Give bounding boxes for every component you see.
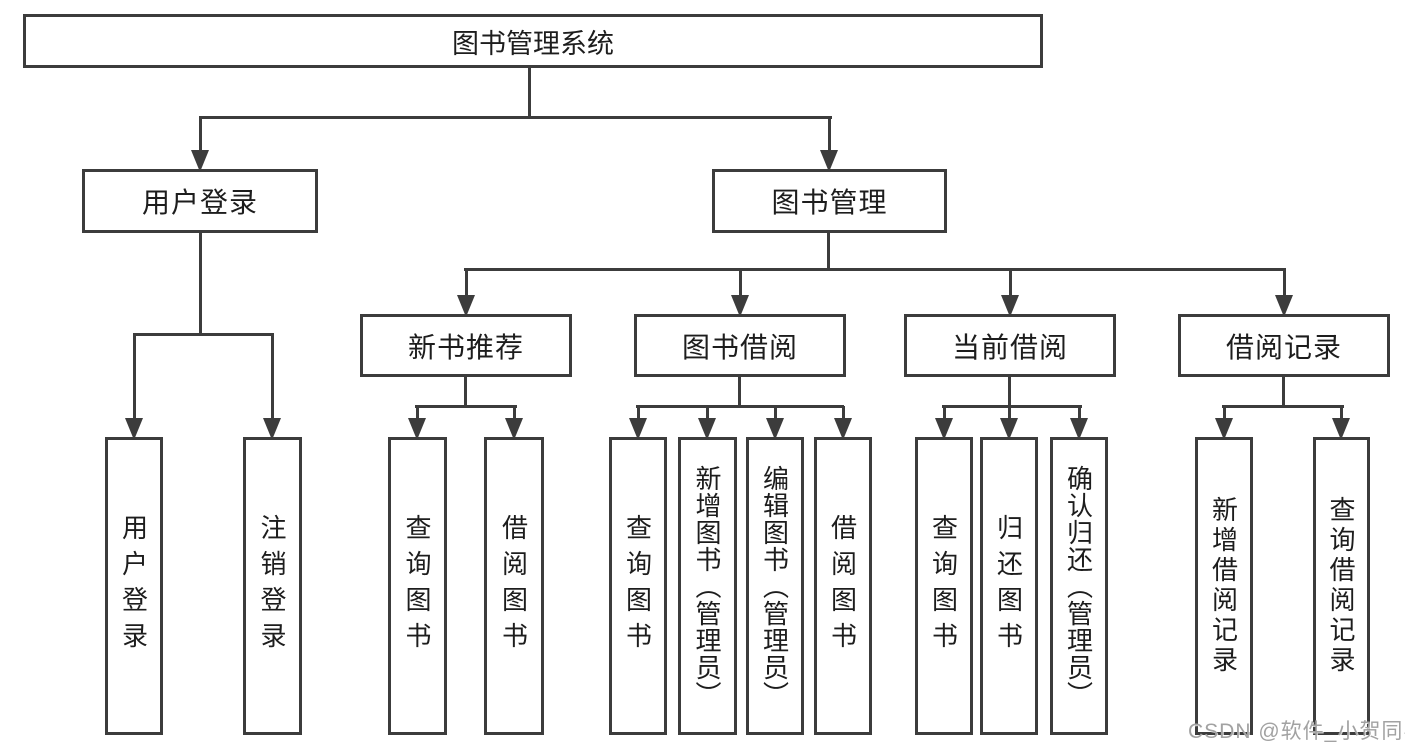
arrow-shaft [637, 406, 640, 418]
arrow-down-icon [408, 418, 426, 440]
arrow-shaft [943, 406, 946, 418]
arrow-shaft [271, 334, 274, 418]
arrow-shaft [842, 406, 845, 418]
arrow-down-icon [125, 418, 143, 440]
watermark: CSDN @软件_小贺同学 [1188, 720, 1405, 743]
connector-line [636, 405, 844, 408]
arrow-down-icon [1001, 295, 1019, 317]
arrow-down-icon [191, 150, 209, 172]
arrow-shaft [133, 334, 136, 418]
leaf-user-login: 用户登录 [105, 437, 163, 735]
arrow-shaft [1340, 406, 1343, 418]
arrow-down-icon [505, 418, 523, 440]
arrow-shaft [828, 117, 831, 150]
connector-line [738, 377, 741, 407]
node-current-borrow: 当前借阅 [904, 314, 1116, 377]
arrow-shaft [1009, 269, 1012, 295]
connector-line [1222, 405, 1344, 408]
arrow-shaft [774, 406, 777, 418]
arrow-down-icon [766, 418, 784, 440]
arrow-down-icon [1275, 295, 1293, 317]
arrow-down-icon [263, 418, 281, 440]
arrow-shaft [1283, 269, 1286, 295]
connector-line [464, 268, 1286, 271]
leaf-borrow-query-books: 查询图书 [609, 437, 667, 735]
connector-line [199, 233, 202, 335]
arrow-shaft [416, 406, 419, 418]
node-new-book-recommend: 新书推荐 [360, 314, 572, 377]
leaf-logout: 注销登录 [243, 437, 302, 735]
leaf-query-borrow-record: 查询借阅记录 [1313, 437, 1370, 735]
leaf-return-books: 归还图书 [980, 437, 1038, 735]
arrow-down-icon [935, 418, 953, 440]
arrow-down-icon [820, 150, 838, 172]
arrow-shaft [465, 269, 468, 295]
leaf-current-query-books: 查询图书 [915, 437, 973, 735]
arrow-shaft [706, 406, 709, 418]
connector-line [464, 377, 467, 407]
connector-line [528, 68, 531, 119]
node-root: 图书管理系统 [23, 14, 1043, 68]
connector-line [415, 405, 517, 408]
leaf-borrow-borrow-books: 借阅图书 [814, 437, 872, 735]
arrow-shaft [513, 406, 516, 418]
arrow-shaft [1008, 406, 1011, 418]
leaf-recommend-borrow-books: 借阅图书 [484, 437, 544, 735]
leaf-recommend-query-books: 查询图书 [388, 437, 447, 735]
node-book-borrow: 图书借阅 [634, 314, 846, 377]
arrow-down-icon [457, 295, 475, 317]
connector-line [199, 116, 832, 119]
arrow-down-icon [834, 418, 852, 440]
leaf-edit-book-admin: 编辑图书（管理员） [746, 437, 804, 735]
arrow-down-icon [1070, 418, 1088, 440]
connector-line [1008, 377, 1011, 407]
arrow-shaft [1078, 406, 1081, 418]
arrow-shaft [199, 117, 202, 150]
leaf-add-book-admin: 新增图书（管理员） [678, 437, 737, 735]
arrow-down-icon [698, 418, 716, 440]
connector-line [942, 405, 1082, 408]
connector-line [827, 233, 830, 271]
leaf-confirm-return-admin: 确认归还（管理员） [1050, 437, 1108, 735]
arrow-down-icon [1215, 418, 1233, 440]
node-book-management: 图书管理 [712, 169, 947, 233]
arrow-down-icon [629, 418, 647, 440]
node-user-login: 用户登录 [82, 169, 318, 233]
arrow-shaft [1223, 406, 1226, 418]
arrow-down-icon [731, 295, 749, 317]
arrow-down-icon [1000, 418, 1018, 440]
node-borrow-records: 借阅记录 [1178, 314, 1390, 377]
leaf-add-borrow-record: 新增借阅记录 [1195, 437, 1253, 735]
arrow-down-icon [1332, 418, 1350, 440]
arrow-shaft [739, 269, 742, 295]
connector-line [1282, 377, 1285, 407]
connector-line [133, 333, 274, 336]
